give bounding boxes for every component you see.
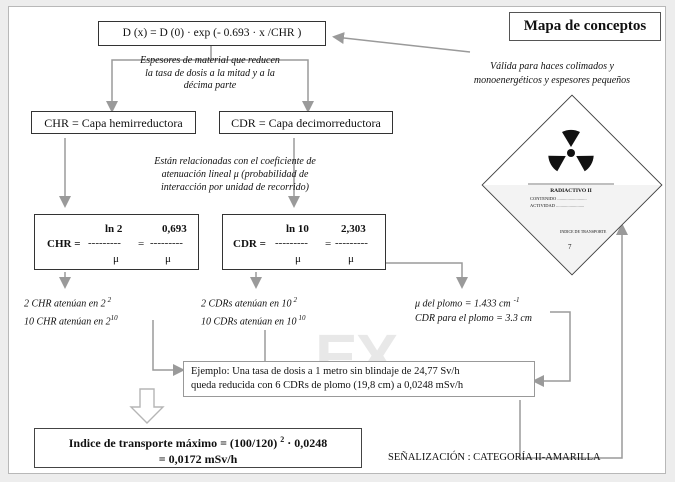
chr-fraction-bar-1: --------- [88,237,121,249]
chr-lhs: CHR = [47,238,81,250]
lead-cdr: CDR para el plomo = 3.3 cm [415,313,533,325]
trefoil-icon [528,129,614,185]
chr-fact-2: 10 CHR atenúan en 2 [24,316,111,328]
label-actividad: ACTIVIDAD ......................... [530,203,585,208]
label-title: RADIACTIVO II [550,188,592,194]
chr-denominator-1: μ [113,253,119,265]
relation-line-1: Están relacionadas con el coeficiente de [154,156,316,167]
lead-mu-exp: -1 [513,296,520,304]
example-box: Ejemplo: Una tasa de dosis a 1 metro sin… [183,361,535,397]
chr-numerator-1: ln 2 [105,223,123,235]
transport-index-exp: 2 [280,435,285,444]
lead-facts: μ del plomo = 1.433 cm-1 CDR para el plo… [415,293,532,326]
relation-line-2: atenuación lineal μ (probabilidad de [161,169,309,180]
transport-index-line-1: Indice de transporte máximo = (100/120) [68,436,278,450]
label-contenido: CONTENIDO .......................... [530,196,587,201]
validity-line-1: Válida para haces colimados y [490,61,614,72]
chr-definition: CHR = Capa hemirreductora [44,116,183,130]
example-line-1: Ejemplo: Una tasa de dosis a 1 metro sin… [191,366,460,377]
chr-definition-box: CHR = Capa hemirreductora [31,111,196,134]
cdr-numerator-1: ln 10 [286,223,309,235]
cdr-fact-1: 2 CDRs atenúan en 10 [201,298,292,310]
chr-fact-2-exp: 10 [110,314,118,323]
signal-category: SEÑALIZACIÓN : CATEGORÍA II-AMARILLA [388,452,601,463]
cdr-fact-2-exp: 10 [298,314,306,323]
transport-index-line-2: = 0,0172 mSv/h [158,452,238,466]
radioactive-label: RADIACTIVO II CONTENIDO ................… [481,94,663,276]
decay-formula-box: D (x) = D (0) · exp (- 0.693 · x /CHR ) [98,21,326,46]
cdr-denominator-1: μ [295,253,301,265]
transport-index-box: Indice de transporte máximo = (100/120)2… [34,428,362,468]
transport-index-value: · 0,0248 [284,436,328,450]
big-down-arrow [129,388,165,424]
chr-numerator-2: 0,693 [162,223,187,235]
label-category-number: 7 [568,243,572,251]
lead-mu: μ del plomo = 1.433 cm [415,298,511,310]
espesores-note: Espesores de material que reducen la tas… [116,55,304,93]
cdr-denominator-2: μ [348,253,354,265]
cdr-fraction-bar-2: --------- [335,237,368,249]
page-title: Mapa de conceptos [523,18,647,34]
cdr-definition: CDR = Capa decimorreductora [231,116,381,130]
validity-line-2: monoenergéticos y espesores pequeños [473,75,631,86]
cdr-fact-1-exp: 2 [293,296,298,304]
chr-fraction-bar-2: --------- [150,237,183,249]
espesores-line-2: la tasa de dosis a la mitad y a la [145,67,275,79]
cdr-fraction-bar-1: --------- [275,237,308,249]
chr-fact-1: 2 CHR atenúan en 2 [24,298,106,310]
label-indice: INDICE DE TRANSPORTE [560,229,607,234]
cdr-lhs: CDR = [233,238,266,250]
chr-fact-1-exp: 2 [107,296,112,304]
decay-formula: D (x) = D (0) · exp (- 0.693 · x /CHR ) [122,27,302,39]
espesores-line-3: décima parte [183,80,237,91]
example-text: Ejemplo: Una tasa de dosis a 1 metro sin… [191,365,463,393]
example-line-2: queda reducida con 6 CDRs de plomo (19,8… [191,380,464,391]
relation-line-3: interacción por unidad de recorrido) [161,182,309,193]
transport-index: Indice de transporte máximo = (100/120)2… [35,432,361,467]
espesores-line-1: Espesores de material que reducen [140,55,280,66]
chr-equals: = [138,238,145,250]
cdr-equals: = [325,238,332,250]
cdr-numerator-2: 2,303 [341,223,366,235]
chr-denominator-2: μ [165,253,171,265]
chr-formula-box: ln 2 0,693 CHR = --------- = --------- μ… [34,214,199,270]
title-box: Mapa de conceptos [509,12,661,41]
cdr-definition-box: CDR = Capa decimorreductora [219,111,393,134]
relation-note: Están relacionadas con el coeficiente de… [130,155,340,194]
cdr-fact-2: 10 CDRs atenúan en 10 [201,316,297,328]
validity-note: Válida para haces colimados y monoenergé… [452,60,652,88]
cdr-formula-box: ln 10 2,303 CDR = --------- = --------- … [222,214,386,270]
